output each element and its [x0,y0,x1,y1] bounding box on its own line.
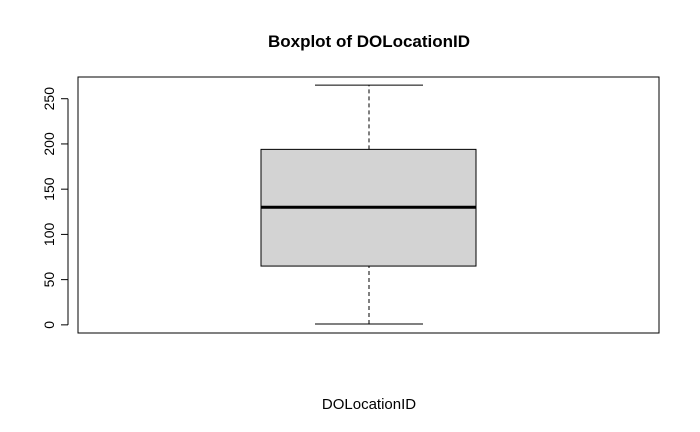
plot-frame [77,76,660,334]
y-tick-label: 250 [41,87,57,111]
y-tick-label: 100 [41,223,57,247]
y-axis: 0 50 100 150 200 250 [41,87,69,329]
y-tick-label: 0 [41,321,57,329]
x-axis-label: DOLocationID [322,396,416,413]
y-tick-label: 50 [41,272,57,288]
y-tick-label: 150 [41,177,57,201]
box-group [260,84,477,325]
chart-title: Boxplot of DOLocationID [268,32,470,51]
y-tick-label: 200 [41,132,57,156]
